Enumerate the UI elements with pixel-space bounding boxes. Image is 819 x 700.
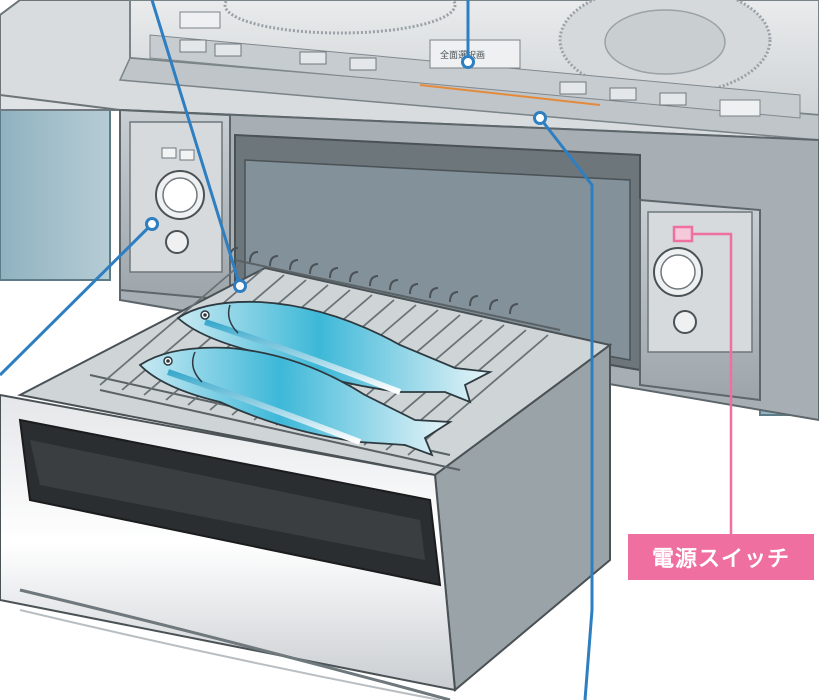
leader-dot-grill-controls — [535, 113, 546, 124]
power-switch-button — [674, 227, 692, 241]
leader-dot-grill-knob — [147, 219, 158, 230]
leader-dot-display — [463, 57, 474, 68]
left-control-panel — [120, 110, 230, 300]
leader-dot-grill-rack — [235, 281, 246, 292]
right-control-panel — [640, 200, 760, 400]
power-switch-label: 電源スイッチ — [628, 534, 814, 580]
